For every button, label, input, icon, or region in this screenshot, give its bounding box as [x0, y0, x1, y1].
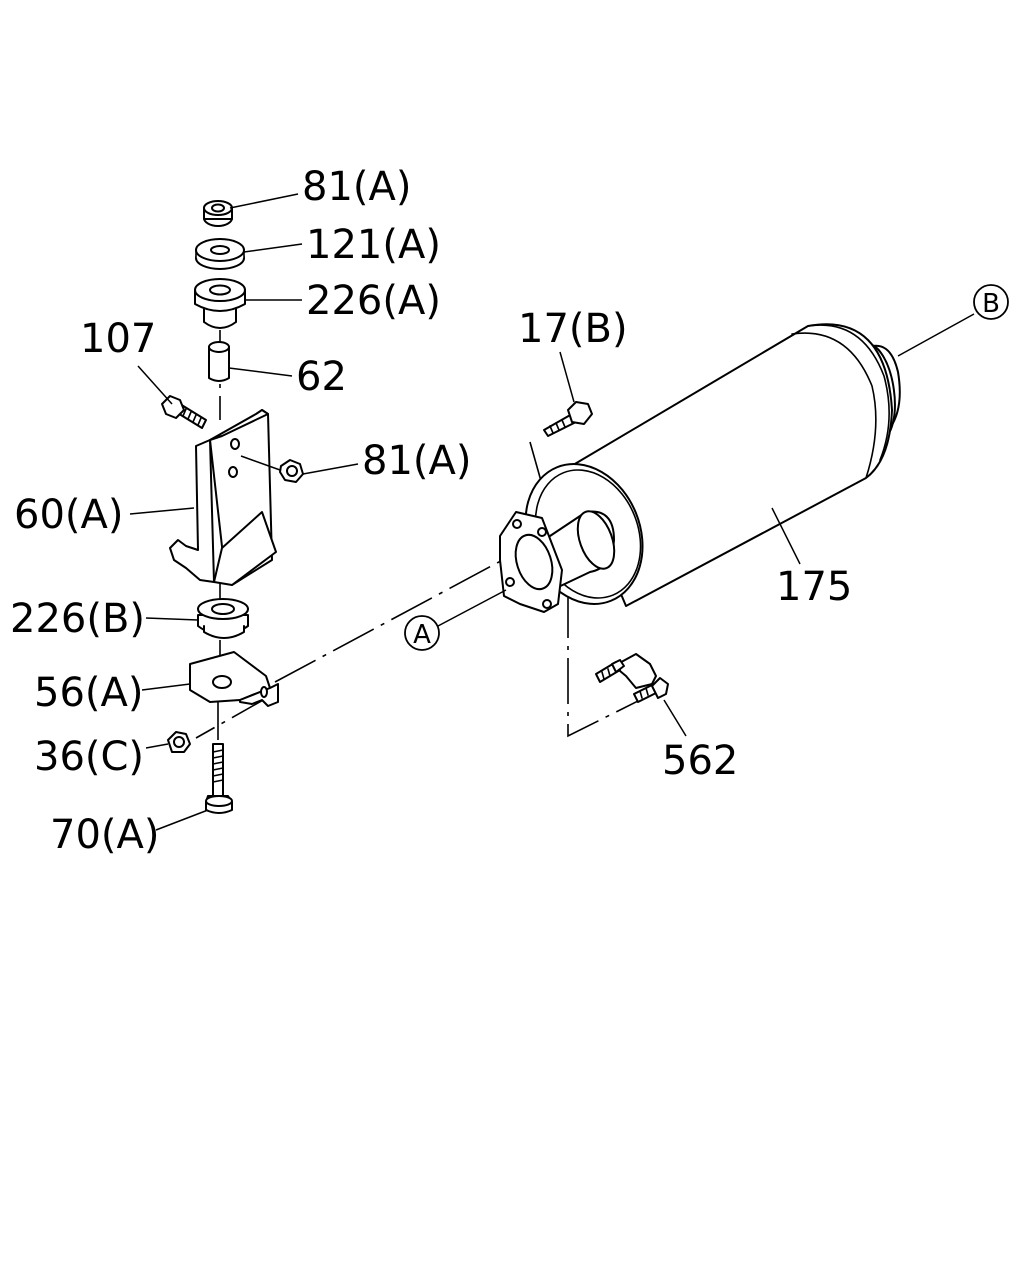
label-70a: 70(A) [50, 812, 159, 858]
leader-107 [137, 365, 173, 405]
leader-175 [771, 507, 801, 565]
label-562: 562 [662, 738, 738, 784]
label-226a: 226(A) [306, 278, 441, 324]
label-56a: 56(A) [34, 670, 143, 716]
label-17b: 17(B) [518, 306, 628, 352]
nut-81a-middle [240, 455, 304, 483]
svg-text:A: A [413, 620, 431, 650]
leader-81a-mid [302, 463, 359, 475]
cushion-226a [194, 278, 246, 329]
leader-ref-b [897, 313, 975, 357]
reference-marker-a: A [404, 615, 440, 651]
bolt-17b [543, 401, 593, 437]
label-121a: 121(A) [306, 222, 441, 268]
bolt-107 [161, 395, 207, 429]
reference-line-bolt-70 [195, 694, 273, 740]
reference-line-a [274, 547, 526, 683]
bolt-70a [205, 743, 233, 814]
collar-62 [208, 341, 230, 382]
nut-81a-top [203, 200, 233, 227]
bracket-56a [189, 651, 279, 707]
leader-56a [141, 683, 191, 691]
label-62: 62 [296, 354, 347, 400]
bracket-60a [169, 409, 277, 586]
leader-70a [155, 809, 209, 831]
label-60a: 60(A) [14, 492, 123, 538]
leader-121a [243, 243, 303, 253]
inlet-flange [499, 511, 563, 613]
leader-226b [145, 617, 199, 621]
leader-60a [129, 507, 195, 515]
leader-81a-top [229, 193, 299, 209]
stud-bolts-562 [595, 653, 669, 703]
reference-marker-b: B [973, 284, 1009, 320]
leader-62 [228, 367, 293, 377]
washer-121a [195, 238, 245, 270]
label-175: 175 [776, 564, 852, 610]
leader-562 [663, 699, 687, 737]
reference-line-562 [567, 592, 641, 738]
label-36c: 36(C) [34, 734, 144, 780]
label-81a-mid: 81(A) [362, 438, 471, 484]
svg-text:B: B [982, 289, 1000, 319]
leader-36c [145, 743, 169, 749]
label-226b: 226(B) [10, 596, 145, 642]
label-81a-top: 81(A) [302, 164, 411, 210]
label-107: 107 [80, 316, 156, 362]
leader-17b [559, 351, 575, 403]
nut-36c [167, 731, 191, 753]
leader-ref-a [437, 589, 507, 627]
cushion-226b [197, 598, 249, 639]
